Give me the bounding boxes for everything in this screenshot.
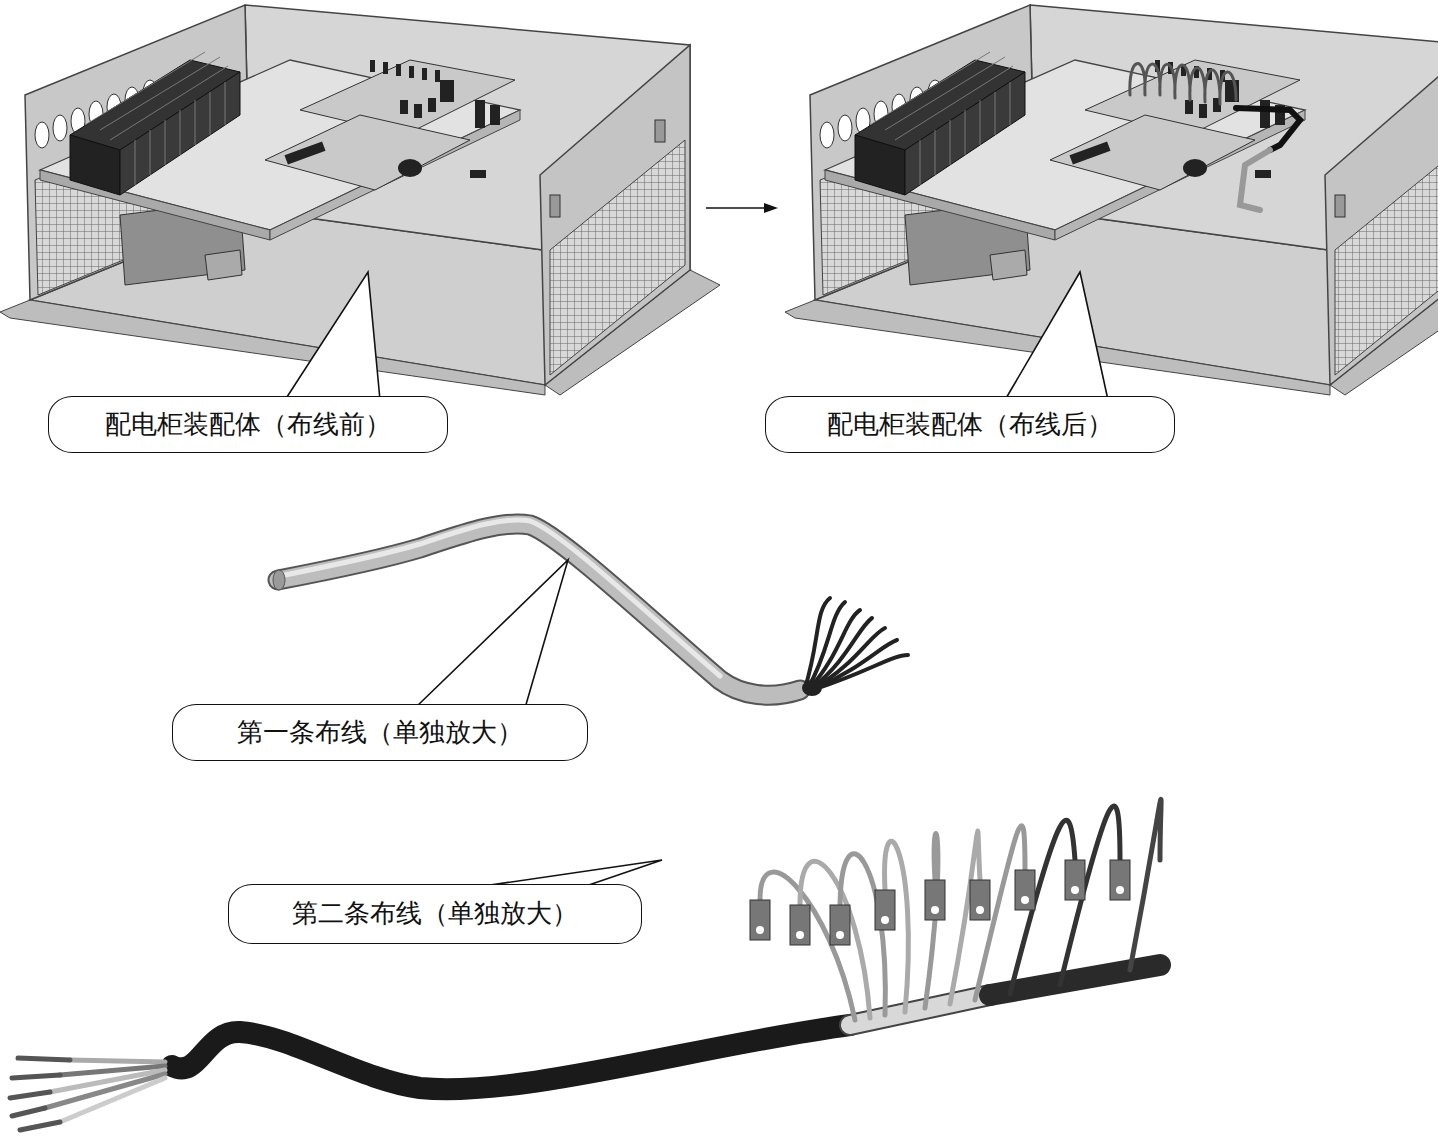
callout-text: 配电柜装配体（布线后） (827, 409, 1113, 440)
callout-bubble: 配电柜装配体（布线后） (765, 396, 1175, 453)
callout-bubble: 配电柜装配体（布线前） (48, 396, 448, 453)
callout-bubble: 第一条布线（单独放大） (172, 704, 588, 761)
callout-text: 配电柜装配体（布线前） (105, 409, 391, 440)
callout-bubble: 第二条布线（单独放大） (228, 884, 642, 944)
callout-text: 第二条布线（单独放大） (292, 898, 578, 929)
callout-text: 第一条布线（单独放大） (237, 717, 523, 748)
